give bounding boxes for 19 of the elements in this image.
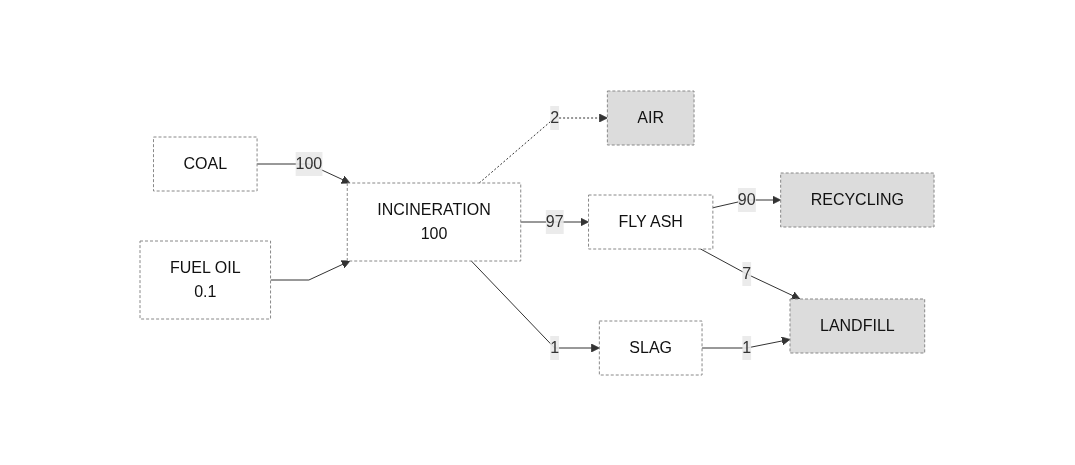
edge-label: 7 (742, 264, 752, 282)
edge-label: 2 (550, 108, 560, 126)
node-box: INCINERATION 100 (347, 182, 522, 261)
edge-label: 97 (546, 212, 565, 230)
edge-label: 1 (742, 338, 752, 356)
node-box: COAL (153, 136, 259, 191)
node-box: FUEL OIL 0.1 (140, 240, 272, 319)
edge-label: 1 (550, 338, 560, 356)
edge-label: 90 (738, 190, 757, 208)
node-box: SLAG (599, 320, 703, 375)
node-box: FLY ASH (588, 194, 714, 249)
edge-label: 100 (296, 154, 323, 172)
node-box: LANDFILL (789, 298, 926, 353)
arrow (702, 336, 791, 348)
arrow (700, 248, 801, 300)
arrow (270, 259, 351, 280)
arrow (479, 113, 609, 183)
node-box: AIR (607, 90, 695, 145)
node-box: RECYCLING (780, 172, 935, 227)
